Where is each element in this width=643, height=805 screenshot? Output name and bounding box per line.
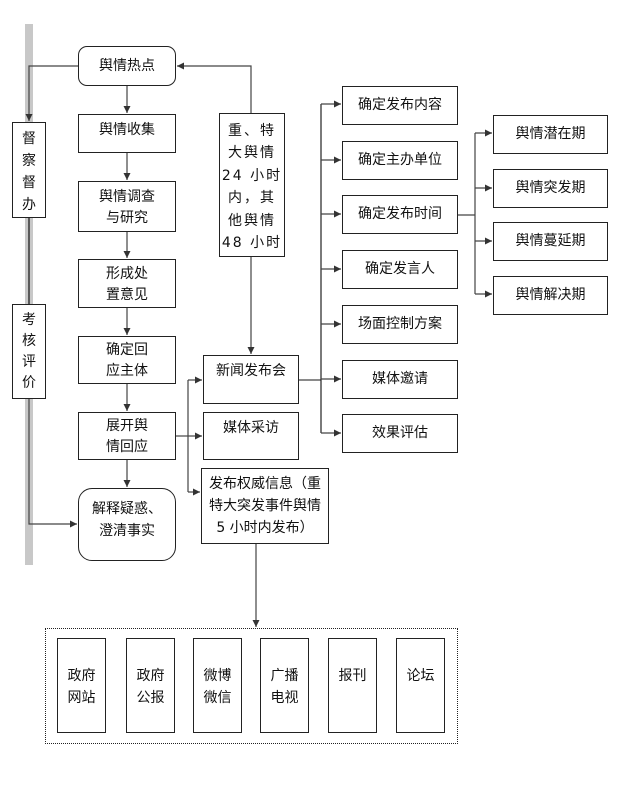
connector-hotspot-supervise: [25, 65, 78, 121]
node-label: 媒体采访: [223, 420, 279, 436]
node-time-phase: 舆情突发期: [493, 169, 608, 208]
node-label-line: 特大突发事件舆情: [209, 498, 321, 514]
node-label: 场面控制方案: [358, 316, 442, 332]
node-label-line: 形成处: [106, 266, 148, 282]
node-label-line: 5 小时内发布）: [216, 520, 314, 536]
node-time-phase: 舆情潜在期: [493, 115, 608, 154]
node-label: 确定主办单位: [358, 152, 442, 168]
node-outlet: 政府 网站: [57, 638, 106, 733]
node-label-line: 网站: [67, 690, 96, 706]
node-deadline-note: 重、特 大舆情 24 小时 内，其 他舆情 48 小时: [219, 113, 285, 257]
node-supervise: 督 察 督 办: [12, 122, 46, 218]
node-label-line: 展开舆: [106, 418, 148, 434]
node-plan: 形成处 置意见: [78, 259, 176, 308]
node-label: 舆情突发期: [515, 180, 586, 196]
node-time-phase: 舆情解决期: [493, 276, 608, 315]
node-outlet: 广播 电视: [260, 638, 309, 733]
node-label-line: 公报: [136, 690, 165, 706]
node-label-line: 舆情调查: [99, 189, 155, 205]
note-line: 他舆情: [228, 212, 276, 229]
node-label-char: 督: [22, 175, 36, 191]
node-label: 舆情蔓延期: [515, 233, 586, 249]
note-line: 大舆情: [228, 145, 276, 162]
node-label: 舆情解决期: [515, 287, 586, 303]
node-clarify: 解释疑惑、 澄清事实: [78, 488, 176, 561]
node-label-char: 考: [22, 312, 36, 328]
node-press-step: 确定主办单位: [342, 141, 458, 180]
node-media-interview: 媒体采访: [203, 412, 299, 460]
node-label-line: 报刊: [338, 668, 367, 684]
node-label-line: 政府: [67, 668, 96, 684]
node-label-line: 澄清事实: [99, 523, 155, 539]
node-label-line: 应主体: [106, 363, 148, 379]
node-label-char: 办: [22, 197, 36, 213]
node-label-line: 电视: [270, 690, 299, 706]
node-outlet: 微博 微信: [193, 638, 242, 733]
node-label: 新闻发布会: [216, 363, 286, 379]
node-label: 舆情热点: [99, 58, 155, 74]
node-label: 媒体邀请: [372, 371, 428, 387]
node-label: 确定发布内容: [358, 97, 442, 113]
node-label-line: 发布权威信息（重: [209, 476, 321, 492]
note-line: 48 小时: [221, 235, 283, 252]
node-label: 舆情潜在期: [515, 126, 586, 142]
connector-deadline-hotspot: [177, 62, 252, 113]
node-label-line: 广播: [270, 668, 299, 684]
node-press-conference: 新闻发布会: [203, 355, 299, 404]
node-label-char: 评: [22, 354, 36, 370]
connector-evaluate-clarify: [28, 399, 77, 528]
node-label-line: 微博: [203, 668, 232, 684]
node-press-step: 效果评估: [342, 414, 458, 453]
node-press-step: 场面控制方案: [342, 305, 458, 344]
node-label: 舆情收集: [99, 122, 155, 138]
node-press-step: 确定发布内容: [342, 86, 458, 125]
node-label-char: 察: [22, 153, 36, 169]
node-hotspot: 舆情热点: [78, 46, 176, 86]
node-label: 确定发布时间: [358, 206, 442, 222]
note-line: 24 小时: [221, 167, 283, 184]
node-label-line: 情回应: [106, 439, 148, 455]
node-label: 确定发言人: [365, 261, 435, 277]
node-authority-info: 发布权威信息（重 特大突发事件舆情 5 小时内发布）: [201, 468, 329, 544]
node-label: 效果评估: [372, 425, 428, 441]
node-label-line: 置意见: [106, 287, 148, 303]
node-label-line: 解释疑惑、: [92, 501, 162, 517]
node-label-line: 政府: [136, 668, 165, 684]
node-outlet: 政府 公报: [126, 638, 175, 733]
note-line: 重、特: [228, 123, 276, 139]
node-label-line: 论坛: [406, 668, 435, 684]
node-respond: 展开舆 情回应: [78, 412, 176, 460]
outlets-group-frame: [45, 628, 458, 744]
node-label-char: 督: [22, 131, 36, 147]
node-investigate: 舆情调查 与研究: [78, 181, 176, 232]
node-label-line: 确定回: [106, 342, 148, 358]
node-subject: 确定回 应主体: [78, 336, 176, 384]
node-press-step: 确定发言人: [342, 250, 458, 289]
node-label-line: 微信: [203, 690, 232, 706]
node-evaluate: 考 核 评 价: [12, 304, 46, 399]
node-label-char: 核: [22, 333, 36, 349]
node-outlet: 论坛: [396, 638, 445, 733]
node-press-step: 媒体邀请: [342, 360, 458, 399]
node-press-step: 确定发布时间: [342, 195, 458, 234]
note-line: 内，其: [228, 190, 276, 207]
node-outlet: 报刊: [328, 638, 377, 733]
node-time-phase: 舆情蔓延期: [493, 222, 608, 261]
node-label-line: 与研究: [106, 210, 148, 226]
node-collect: 舆情收集: [78, 114, 176, 153]
node-label-char: 价: [22, 375, 36, 391]
